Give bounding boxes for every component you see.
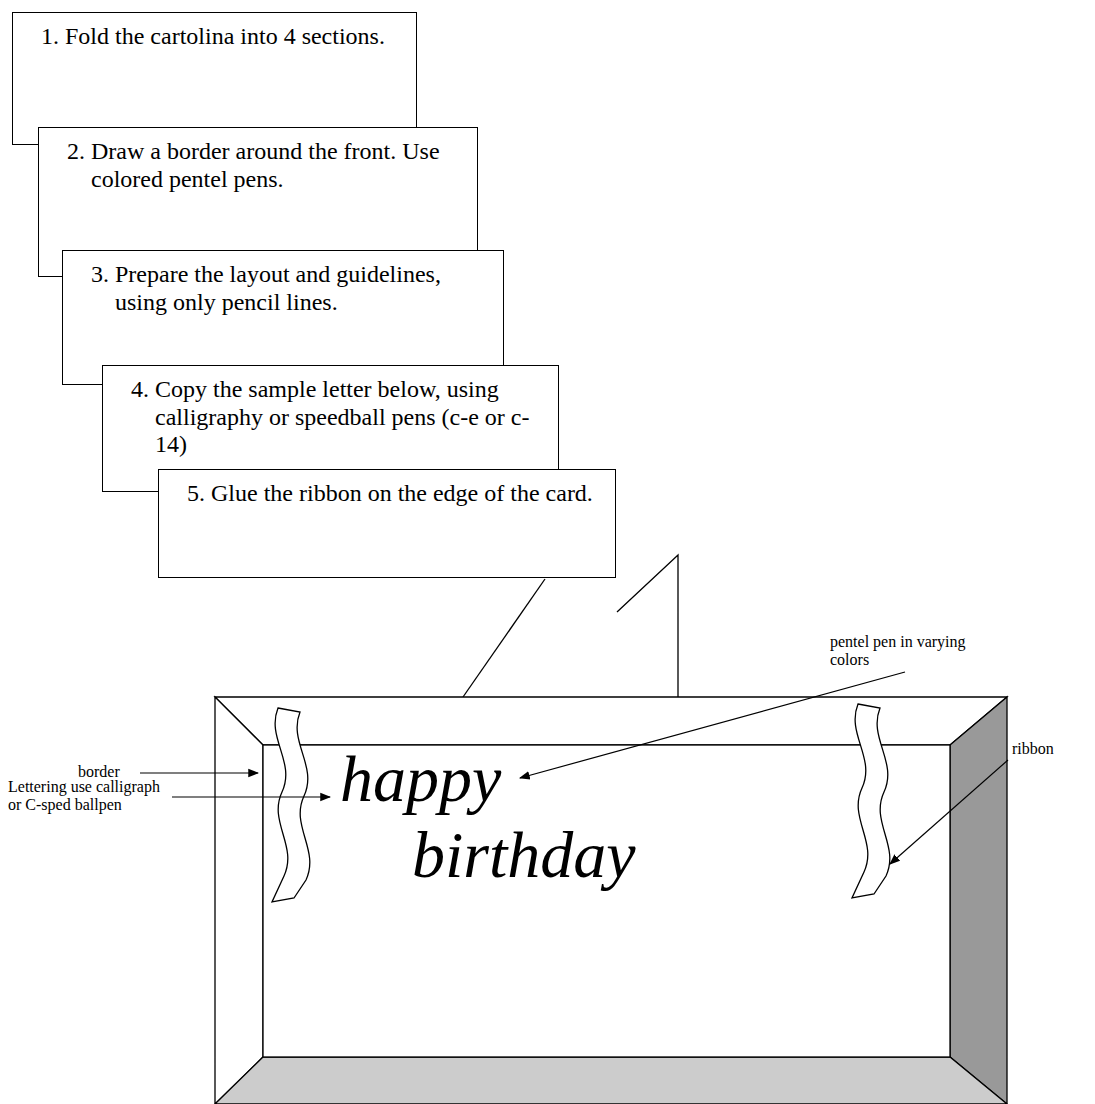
greeting-lettering: happy birthday — [340, 741, 710, 893]
step-box: 5. Glue the ribbon on the edge of the ca… — [158, 469, 616, 578]
step-box: 1. Fold the cartolina into 4 sections. — [12, 12, 417, 145]
card-face: happy birthday — [215, 697, 1007, 1104]
callout-label: Lettering use calligraph or C-sped ballp… — [8, 778, 168, 815]
card-frame — [215, 697, 1007, 1104]
callout-label: pentel pen in varying colors — [830, 633, 1000, 670]
ribbon-strip — [852, 704, 890, 898]
step-instruction: 3. Prepare the layout and guidelines, us… — [63, 251, 503, 326]
step-instruction: 1. Fold the cartolina into 4 sections. — [13, 13, 416, 61]
ribbon-strip — [272, 708, 310, 902]
step-instruction: 4. Copy the sample letter below, using c… — [103, 366, 558, 469]
callout-label: ribbon — [1012, 740, 1092, 758]
step-instruction: 2. Draw a border around the front. Use c… — [39, 128, 477, 203]
step-instruction: 5. Glue the ribbon on the edge of the ca… — [159, 470, 615, 518]
